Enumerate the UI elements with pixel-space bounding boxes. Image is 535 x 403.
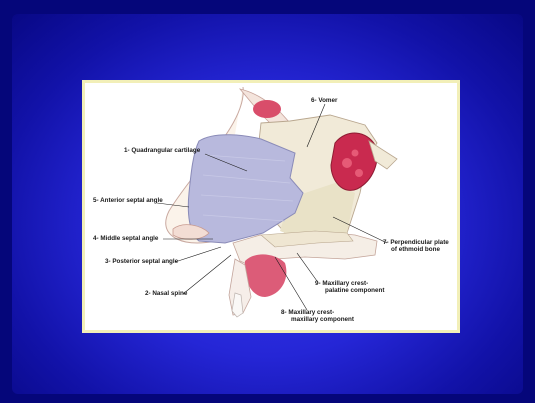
label-maxillary-crest-palatine-line2: palatine component	[315, 287, 384, 294]
label-maxillary-crest-palatine: 9- Maxillary crest- palatine component	[315, 280, 384, 294]
label-nasal-spine: 2- Nasal spine	[145, 290, 187, 297]
frontal-bone-marrow	[253, 100, 281, 118]
label-maxillary-crest-maxillary: 8- Maxillary crest- maxillary component	[281, 309, 354, 323]
label-quadrangular-cartilage: 1- Quadrangular cartilage	[124, 147, 200, 154]
label-perpendicular-plate-line2: of ethmoid bone	[383, 246, 449, 253]
maxilla-marrow	[245, 254, 287, 297]
label-perpendicular-plate-line1: 7- Perpendicular plate	[383, 239, 449, 246]
label-middle-septal-angle: 4- Middle septal angle	[93, 235, 158, 242]
nasal-septum-figure: 1- Quadrangular cartilage 6- Vomer 5- An…	[85, 83, 457, 330]
label-vomer: 6- Vomer	[311, 97, 337, 104]
label-maxillary-crest-maxillary-line2: maxillary component	[281, 316, 354, 323]
label-maxillary-crest-palatine-line1: 9- Maxillary crest-	[315, 280, 384, 287]
label-maxillary-crest-maxillary-line1: 8- Maxillary crest-	[281, 309, 354, 316]
figure-frame: 1- Quadrangular cartilage 6- Vomer 5- An…	[82, 80, 460, 333]
label-perpendicular-plate: 7- Perpendicular plate of ethmoid bone	[383, 239, 449, 253]
septum-illustration	[85, 83, 457, 330]
label-posterior-septal-angle: 3- Posterior septal angle	[105, 258, 178, 265]
label-anterior-septal-angle: 5- Anterior septal angle	[93, 197, 163, 204]
